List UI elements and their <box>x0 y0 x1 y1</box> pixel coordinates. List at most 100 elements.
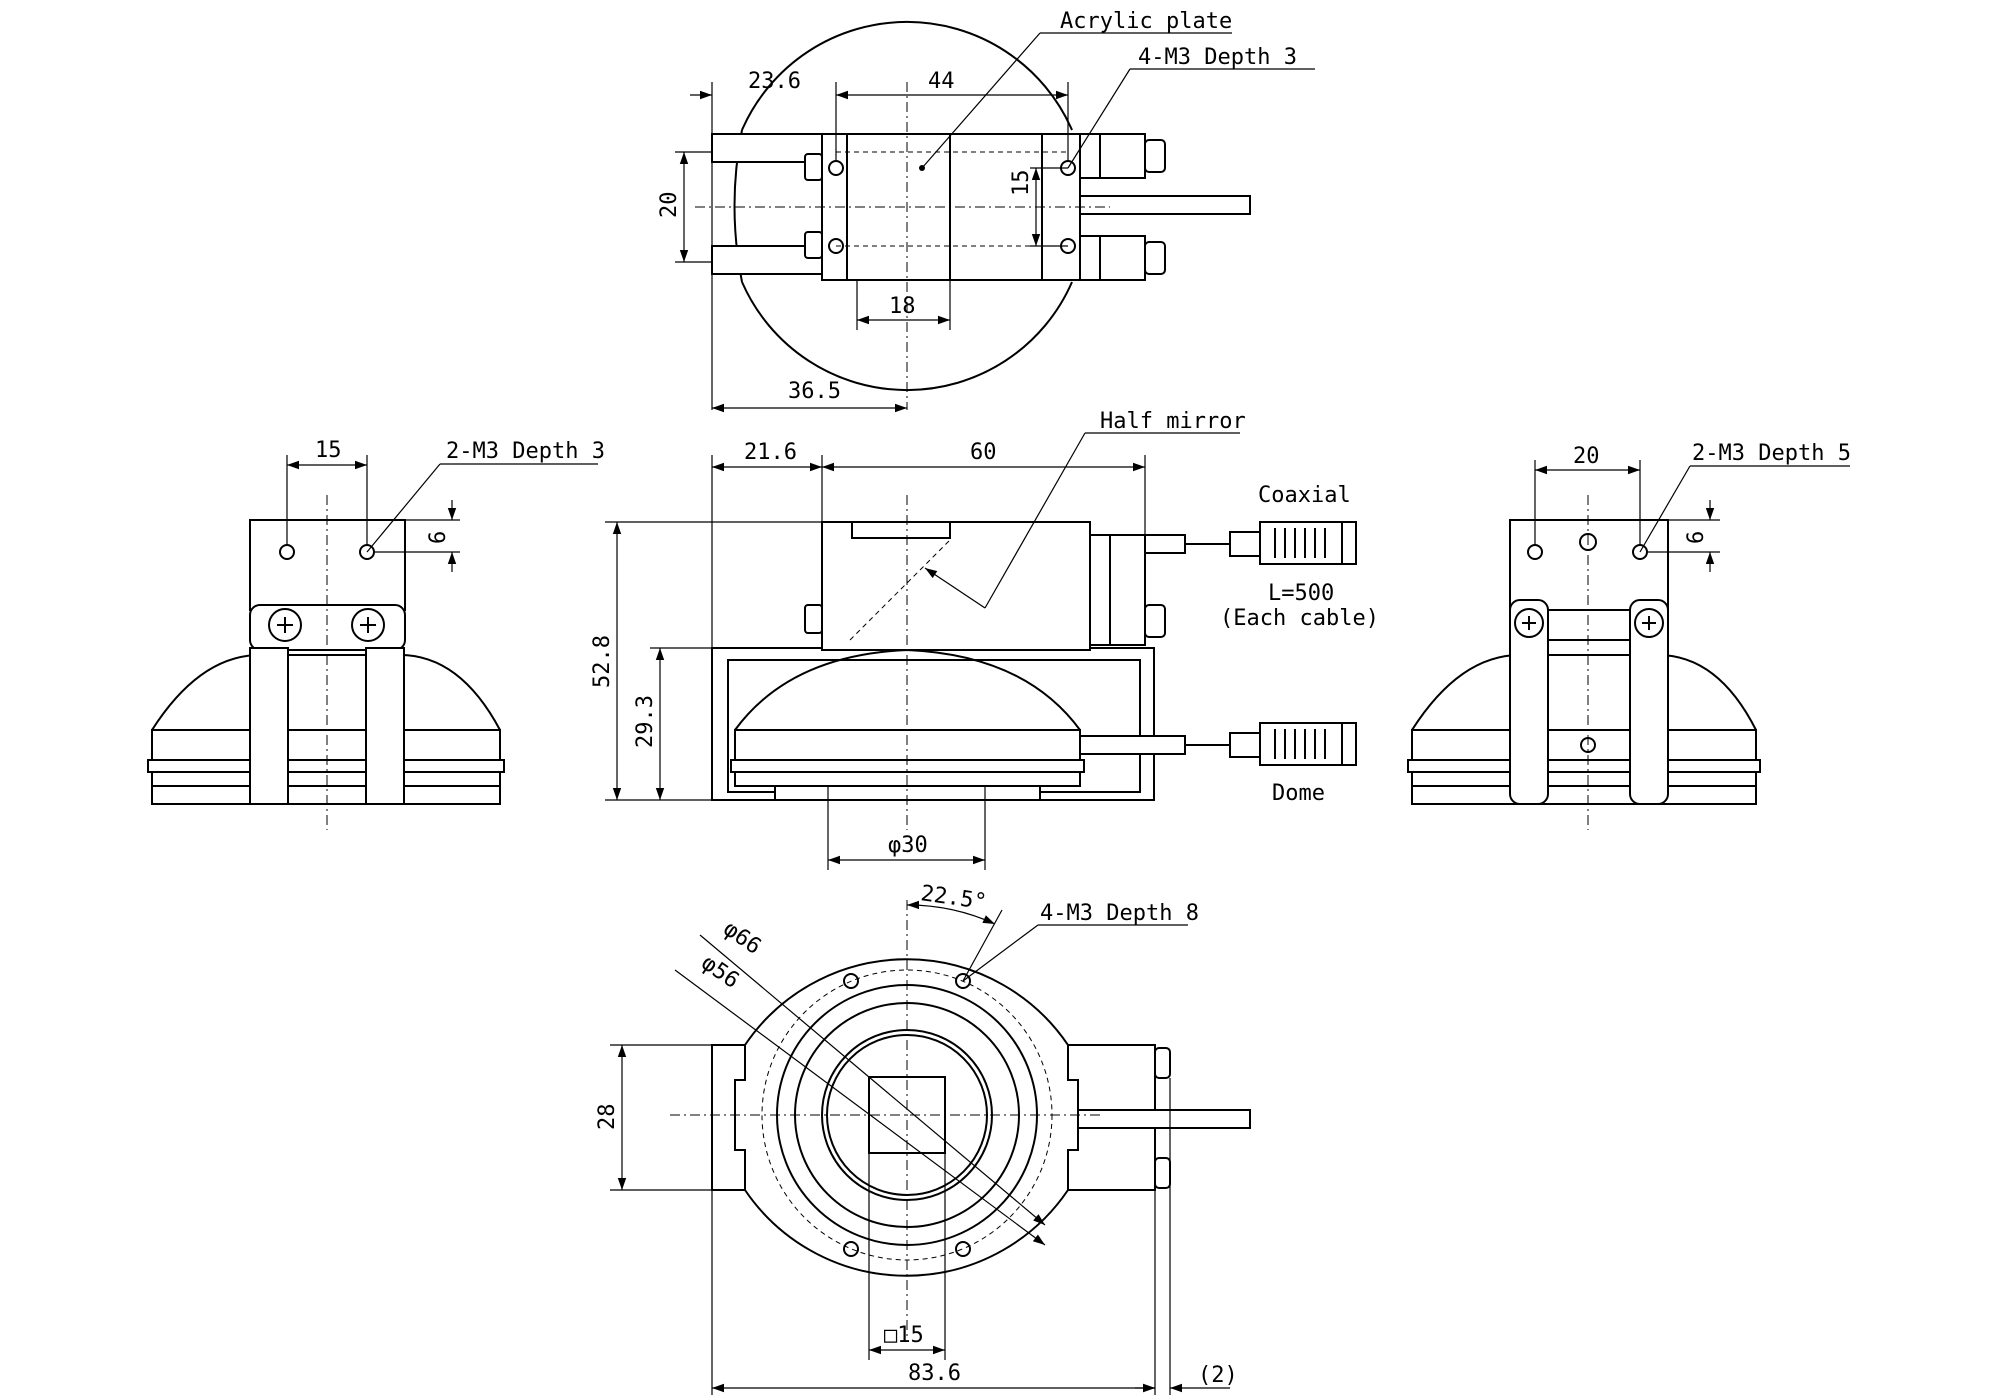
front-connector-coaxial <box>1259 521 1343 565</box>
bottom-view: φ66 φ56 22.5° 4-M3 Depth 8 28 □15 83.6 (… <box>595 881 1251 1395</box>
left-side-view: 15 6 2-M3 Depth 3 <box>147 438 605 830</box>
dim-bottom-phi56: φ56 <box>697 950 744 993</box>
dim-top-23-6: 23.6 <box>748 69 801 94</box>
front-acrylic-plate <box>851 521 951 539</box>
front-connector-dome <box>1341 722 1357 766</box>
leader-phi56 <box>674 969 1046 1246</box>
top-connector-cap <box>1144 241 1166 275</box>
dim-bottom-22-5: 22.5° <box>919 881 988 915</box>
label-coaxial: Coaxial <box>1258 483 1351 508</box>
right-ring <box>1411 729 1757 761</box>
front-connector-grip <box>1274 528 1326 558</box>
bottom-hole <box>955 1241 971 1257</box>
top-dome-arc-upper <box>741 20 1073 131</box>
bottom-connector-cap <box>1154 1047 1171 1079</box>
label-left-holes: 2-M3 Depth 3 <box>446 439 605 464</box>
dim-top-15: 15 <box>1009 170 1034 197</box>
dim-bottom-2: (2) <box>1198 1363 1238 1388</box>
leader-half-mirror <box>984 432 1086 609</box>
front-connector-cap <box>1144 604 1166 638</box>
bottom-hole <box>843 973 859 989</box>
front-connector-dome <box>1229 732 1261 758</box>
top-connector-block <box>1079 235 1146 281</box>
label-top-holes: 4-M3 Depth 3 <box>1138 45 1297 70</box>
bottom-connector-cap <box>1154 1157 1171 1189</box>
dim-top-20: 20 <box>657 192 682 219</box>
dim-right-6: 6 <box>1684 531 1709 544</box>
front-connector-coaxial <box>1341 521 1357 565</box>
left-screw-cross <box>277 617 293 633</box>
front-view: Coaxial L=500 (Each cable) Dome 21.6 60 … <box>590 409 1379 870</box>
left-screw <box>268 608 302 642</box>
right-screw <box>1514 608 1544 638</box>
top-cable <box>1079 195 1251 215</box>
leader-right-holes <box>1639 465 1691 553</box>
top-clamp-tab <box>804 153 823 181</box>
left-clamp-leg <box>365 647 405 805</box>
dim-bottom-28: 28 <box>595 1104 620 1131</box>
dim-front-60: 60 <box>970 440 997 465</box>
dim-left-15: 15 <box>315 438 342 463</box>
label-dome: Dome <box>1272 781 1325 806</box>
leader-half-mirror <box>924 567 986 609</box>
left-ring <box>151 785 501 805</box>
right-dome <box>1411 654 1757 731</box>
right-screw-cross <box>1642 616 1656 630</box>
bottom-cable <box>1077 1109 1251 1129</box>
dim-front-phi30: φ30 <box>888 833 928 858</box>
top-view: 23.6 44 20 15 18 36.5 Acrylic plate 4-M3… <box>657 9 1315 413</box>
dim-top-44: 44 <box>928 69 955 94</box>
bottom-angle-arc <box>906 900 996 925</box>
bottom-hole <box>843 1241 859 1257</box>
bottom-angle-line <box>962 909 1003 982</box>
left-ring <box>151 771 501 787</box>
right-screw <box>1634 608 1664 638</box>
dim-right-20: 20 <box>1573 444 1600 469</box>
top-connector-cap <box>1144 139 1166 173</box>
front-half-mirror <box>849 539 951 641</box>
front-connector-block <box>1089 534 1146 646</box>
label-half-mirror: Half mirror <box>1100 409 1246 434</box>
dim-left-6: 6 <box>426 531 451 544</box>
bottom-left-lug <box>711 1044 746 1191</box>
left-ring <box>147 759 505 773</box>
label-cable-length: L=500 <box>1268 581 1334 606</box>
bottom-hole <box>955 973 971 989</box>
dim-front-21-6: 21.6 <box>744 440 797 465</box>
dim-bottom-phi66: φ66 <box>719 916 766 959</box>
top-clamp-tab <box>804 231 823 259</box>
dim-bottom-83-6: 83.6 <box>908 1361 961 1386</box>
front-upper-body <box>821 521 1091 651</box>
left-ring <box>151 729 501 761</box>
dim-top-36-5: 36.5 <box>788 379 841 404</box>
left-screw-cross <box>360 617 376 633</box>
left-clamp-leg <box>249 647 289 805</box>
dim-top-18: 18 <box>889 294 916 319</box>
left-dome <box>151 654 501 731</box>
front-connector-dome <box>1259 722 1343 766</box>
dim-bottom-sq15: □15 <box>884 1323 924 1348</box>
dim-front-52-8: 52.8 <box>590 635 615 688</box>
leader-acrylic <box>921 32 1041 169</box>
left-screw <box>351 608 385 642</box>
leader-phi66 <box>699 934 1046 1226</box>
leader-bottom-holes <box>962 924 1039 982</box>
right-screw-cross <box>1522 616 1536 630</box>
top-hole <box>828 238 844 254</box>
right-ring <box>1411 785 1757 805</box>
label-right-holes: 2-M3 Depth 5 <box>1692 441 1851 466</box>
bottom-right-lug <box>1067 1044 1156 1191</box>
right-ring <box>1411 771 1757 787</box>
right-clamp-leg <box>1629 599 1669 805</box>
leader-left-holes <box>366 463 441 553</box>
right-clamp-leg <box>1509 599 1549 805</box>
front-connector-coaxial <box>1229 531 1261 557</box>
front-cable-upper <box>1144 534 1186 554</box>
dim-front-29-3: 29.3 <box>633 695 658 748</box>
label-bottom-holes: 4-M3 Depth 8 <box>1040 901 1199 926</box>
right-side-view: 20 6 2-M3 Depth 5 <box>1407 441 1851 830</box>
label-each-cable: (Each cable) <box>1220 606 1379 631</box>
front-clamp-tab <box>804 604 823 634</box>
top-hole <box>828 160 844 176</box>
